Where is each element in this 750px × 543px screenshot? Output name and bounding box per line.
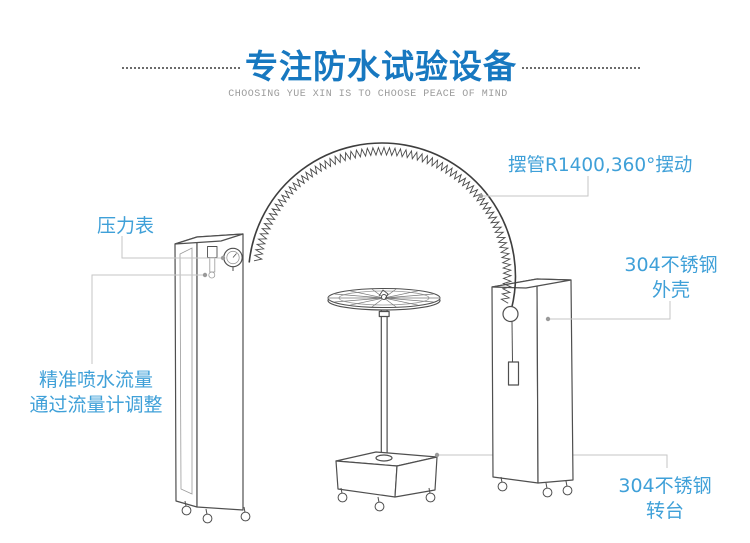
- page-title: 专注防水试验设备: [245, 47, 517, 86]
- leader-pressure-gauge: [121, 236, 223, 259]
- pressure-gauge: [223, 247, 243, 271]
- label-turntable-line2: 转台: [645, 500, 684, 522]
- spray-nozzle-teeth: [253, 146, 513, 304]
- label-flow: 精准喷水流量 通过流量计调整: [13, 368, 179, 418]
- casters: [181, 476, 573, 524]
- left-cabinet: [174, 233, 244, 511]
- page-subtitle: CHOOSING YUE XIN IS TO CHOOSE PEACE OF M…: [228, 89, 508, 100]
- label-turntable-line1: 304不锈钢: [618, 475, 712, 497]
- leader-swing-pipe: [481, 176, 589, 197]
- dotted-line-left: [122, 67, 240, 69]
- dotted-line-right: [522, 67, 640, 69]
- label-turntable: 304不锈钢 转台: [595, 474, 735, 524]
- label-shell-line1: 304不锈钢: [624, 254, 718, 276]
- leader-shell: [548, 301, 671, 320]
- label-pressure-gauge: 压力表: [97, 215, 155, 237]
- turntable-pole: [380, 305, 388, 457]
- label-flow-line2: 通过流量计调整: [29, 394, 163, 416]
- callout-leaders: [91, 176, 671, 458]
- swing-pipe-arch: [248, 142, 517, 309]
- leader-flow: [91, 274, 205, 364]
- label-flow-line1: 精准喷水流量: [38, 369, 153, 391]
- turntable-disc: [327, 288, 441, 311]
- turntable: [327, 288, 441, 498]
- label-shell-line2: 外壳: [651, 279, 690, 301]
- label-swing-pipe: 摆管R1400,360°摆动: [508, 155, 693, 176]
- pipe-end-ball: [502, 305, 520, 386]
- label-shell: 304不锈钢 外壳: [601, 253, 741, 303]
